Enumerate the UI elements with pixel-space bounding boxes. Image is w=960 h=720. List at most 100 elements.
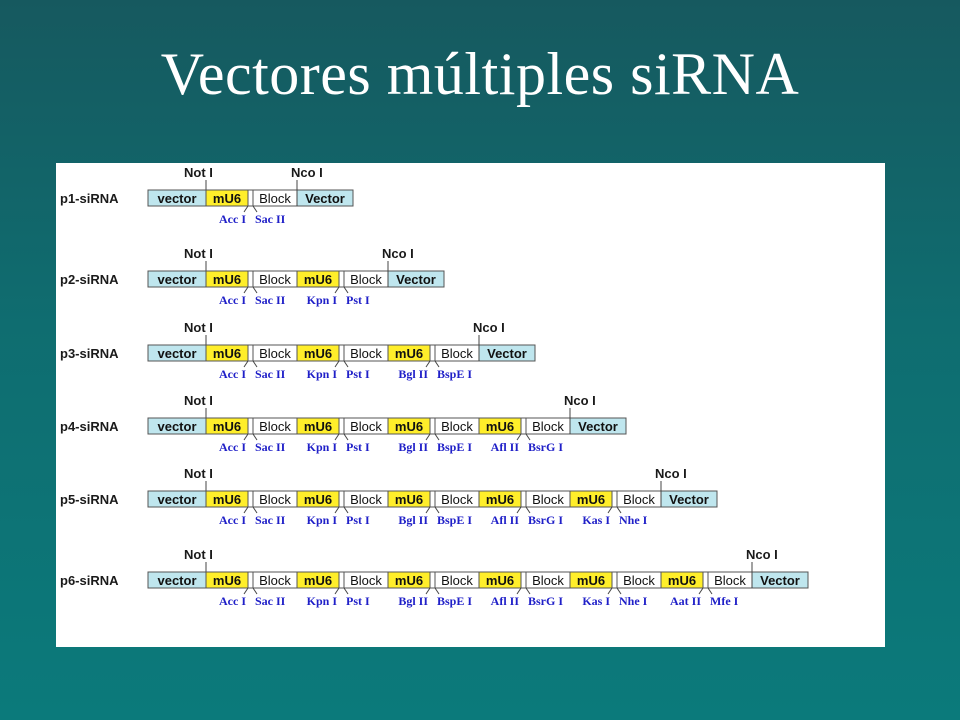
enzyme-cut-tick: [252, 286, 258, 294]
enzyme-site-label: Kpn I: [307, 513, 338, 527]
enzyme-site-label: Afl II: [491, 594, 520, 608]
spacer-segment: [338, 344, 345, 362]
slide-title: Vectores múltiples siRNA: [160, 41, 800, 107]
mu6-promoter-label: mU6: [304, 492, 332, 507]
spacer-segment: [338, 571, 345, 589]
enzyme-site-label: BspE I: [437, 440, 472, 454]
mu6-promoter-label: mU6: [395, 492, 423, 507]
enzyme-site-label: Kas I: [582, 594, 610, 608]
enzyme-cut-tick: [334, 587, 340, 595]
vector-left-label: vector: [157, 419, 196, 434]
enzyme-site-label: Bgl II: [398, 513, 428, 527]
construct-label: p2-siRNA: [60, 272, 119, 287]
spacer-segment: [429, 417, 436, 435]
enzyme-cut-tick: [525, 587, 531, 595]
enzyme-site-label: BspE I: [437, 367, 472, 381]
enzyme-cut-tick: [343, 286, 349, 294]
enzyme-cut-tick: [243, 286, 249, 294]
enzyme-cut-tick: [698, 587, 704, 595]
enzyme-site-label: Acc I: [219, 594, 246, 608]
enzyme-site-label: Bgl II: [398, 440, 428, 454]
block-label: Block: [441, 346, 473, 361]
construct-label: p5-siRNA: [60, 492, 119, 507]
ncoi-site-label: Nco I: [473, 320, 505, 335]
spacer-segment: [338, 417, 345, 435]
enzyme-cut-tick: [525, 433, 531, 441]
mu6-promoter-label: mU6: [304, 573, 332, 588]
block-label: Block: [350, 346, 382, 361]
enzyme-site-label: Sac II: [255, 212, 286, 226]
mu6-promoter-label: mU6: [213, 346, 241, 361]
mu6-promoter-label: mU6: [213, 419, 241, 434]
vector-right-label: Vector: [305, 191, 345, 206]
mu6-promoter-label: mU6: [577, 492, 605, 507]
enzyme-cut-tick: [616, 587, 622, 595]
mu6-promoter-label: mU6: [668, 573, 696, 588]
vector-left-label: vector: [157, 191, 196, 206]
vector-left-label: vector: [157, 573, 196, 588]
enzyme-cut-tick: [252, 360, 258, 368]
spacer-segment: [247, 344, 254, 362]
enzyme-cut-tick: [607, 506, 613, 514]
enzyme-cut-tick: [243, 587, 249, 595]
spacer-segment: [520, 571, 527, 589]
enzyme-cut-tick: [334, 433, 340, 441]
mu6-promoter-label: mU6: [304, 419, 332, 434]
construct-label: p1-siRNA: [60, 191, 119, 206]
enzyme-cut-tick: [516, 433, 522, 441]
enzyme-site-label: Sac II: [255, 440, 286, 454]
enzyme-site-label: BsrG I: [528, 440, 563, 454]
enzyme-cut-tick: [516, 506, 522, 514]
vector-left-label: vector: [157, 492, 196, 507]
block-label: Block: [350, 419, 382, 434]
enzyme-site-label: Acc I: [219, 212, 246, 226]
enzyme-site-label: Afl II: [491, 440, 520, 454]
enzyme-site-label: Sac II: [255, 513, 286, 527]
spacer-segment: [247, 270, 254, 288]
enzyme-site-label: Sac II: [255, 293, 286, 307]
block-label: Block: [532, 492, 564, 507]
enzyme-cut-tick: [343, 360, 349, 368]
enzyme-site-label: Aat II: [670, 594, 701, 608]
enzyme-site-label: Sac II: [255, 594, 286, 608]
spacer-segment: [247, 490, 254, 508]
enzyme-site-label: Bgl II: [398, 367, 428, 381]
mu6-promoter-label: mU6: [395, 419, 423, 434]
spacer-segment: [338, 490, 345, 508]
block-label: Block: [259, 272, 291, 287]
block-label: Block: [259, 346, 291, 361]
enzyme-site-label: Acc I: [219, 367, 246, 381]
enzyme-cut-tick: [243, 506, 249, 514]
enzyme-cut-tick: [434, 360, 440, 368]
enzyme-site-label: Pst I: [346, 513, 370, 527]
enzyme-cut-tick: [334, 506, 340, 514]
mu6-promoter-label: mU6: [304, 346, 332, 361]
noti-site-label: Not I: [184, 393, 213, 408]
spacer-segment: [247, 571, 254, 589]
block-label: Block: [259, 419, 291, 434]
enzyme-site-label: Acc I: [219, 513, 246, 527]
enzyme-site-label: BspE I: [437, 594, 472, 608]
spacer-segment: [520, 490, 527, 508]
enzyme-cut-tick: [252, 205, 258, 213]
construct-label: p6-siRNA: [60, 573, 119, 588]
block-label: Block: [441, 419, 473, 434]
block-label: Block: [441, 573, 473, 588]
vector-right-label: Vector: [578, 419, 618, 434]
mu6-promoter-label: mU6: [395, 346, 423, 361]
enzyme-cut-tick: [707, 587, 713, 595]
enzyme-cut-tick: [434, 433, 440, 441]
enzyme-site-label: Pst I: [346, 293, 370, 307]
enzyme-cut-tick: [334, 360, 340, 368]
enzyme-cut-tick: [434, 587, 440, 595]
enzyme-cut-tick: [252, 587, 258, 595]
block-label: Block: [623, 573, 655, 588]
enzyme-site-label: Pst I: [346, 594, 370, 608]
mu6-promoter-label: mU6: [213, 191, 241, 206]
mu6-promoter-label: mU6: [486, 573, 514, 588]
block-label: Block: [532, 573, 564, 588]
construct-label: p4-siRNA: [60, 419, 119, 434]
mu6-promoter-label: mU6: [213, 573, 241, 588]
enzyme-cut-tick: [525, 506, 531, 514]
